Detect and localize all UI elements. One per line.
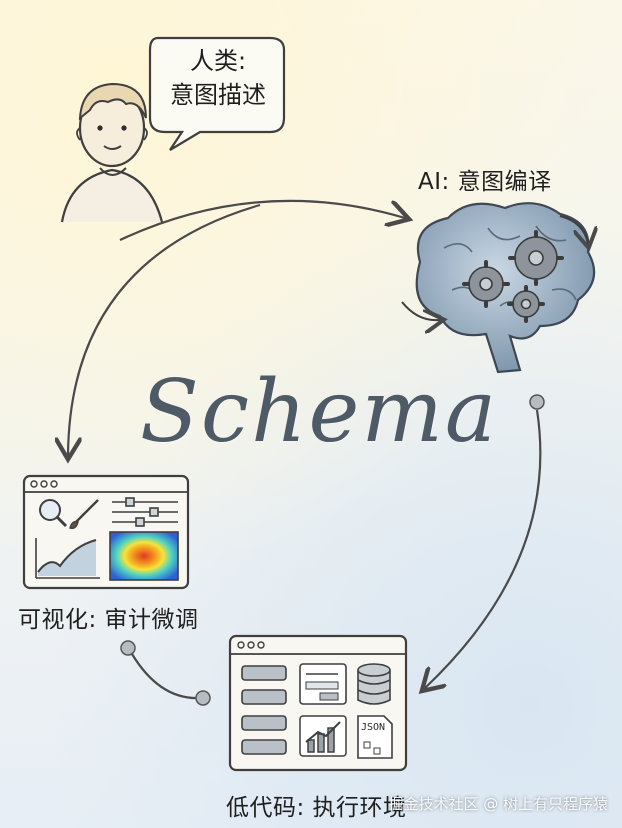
component-blocks xyxy=(241,665,287,755)
human-bubble-line1: 人类: xyxy=(189,47,247,75)
area-chart-icon xyxy=(35,538,100,579)
lowcode-label: 低代码: 执行环境 xyxy=(226,795,407,821)
bar-chart-icon xyxy=(299,715,347,757)
human-bubble-line2: 意图描述 xyxy=(170,81,266,109)
human-bubble-text: 人类: 意图描述 xyxy=(154,44,282,112)
arrow-arc-to-visual xyxy=(68,203,261,455)
ai-label: AI: 意图编译 xyxy=(418,169,552,195)
arrow-human-to-ai xyxy=(119,199,405,241)
visual-label: 可视化: 审计微调 xyxy=(18,607,199,633)
arrow-ai-to-lowcode xyxy=(425,409,542,688)
database-icon xyxy=(357,663,391,705)
form-card-icon xyxy=(299,663,347,705)
brush-icon xyxy=(69,499,99,530)
schema-title: Schema xyxy=(140,362,499,462)
heatmap-icon xyxy=(109,531,179,581)
json-tag: JSON xyxy=(361,722,386,733)
watermark: 掘金技术社区 @ 树上有只程序猿 xyxy=(388,795,608,813)
gear-icon xyxy=(468,236,558,318)
sliders-icon xyxy=(112,497,178,527)
magnifier-icon xyxy=(39,499,68,528)
json-file-icon xyxy=(357,715,393,759)
